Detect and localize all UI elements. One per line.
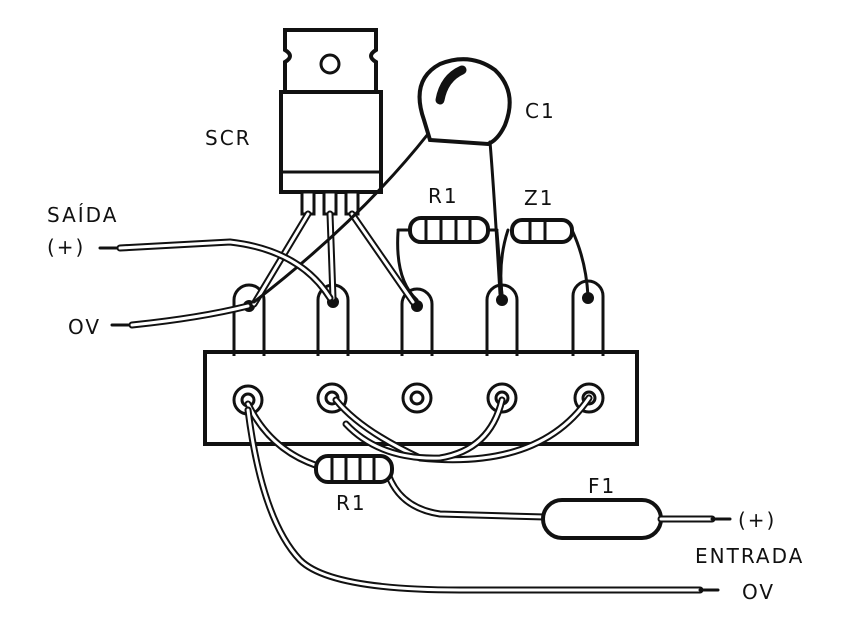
bottom-wiring (244, 394, 720, 594)
c1-capacitor (252, 57, 512, 304)
saida-plus-wire (98, 238, 334, 302)
scr-component (250, 28, 417, 308)
z1-zener (499, 218, 590, 298)
ov-left-label: OV (68, 315, 101, 339)
r1-bottom-label: R1 (336, 491, 367, 515)
z1-label: Z1 (524, 186, 554, 210)
saida-label: SAÍDA (47, 203, 118, 227)
entrada-plus-label: (+) (738, 508, 776, 532)
scr-label: SCR (205, 126, 252, 150)
ov-left-wire (110, 302, 252, 329)
saida-plus-label: (+) (47, 235, 85, 259)
entrada-label: ENTRADA (695, 544, 804, 568)
c1-label: C1 (525, 99, 556, 123)
r1-top-resistor (396, 216, 504, 302)
r1-top-label: R1 (428, 184, 459, 208)
f1-label: F1 (588, 474, 616, 498)
f1-fuse (541, 498, 732, 540)
r1-bottom-resistor (314, 454, 394, 484)
rivet-3 (401, 382, 433, 414)
ov-bottom-label: OV (742, 580, 775, 604)
